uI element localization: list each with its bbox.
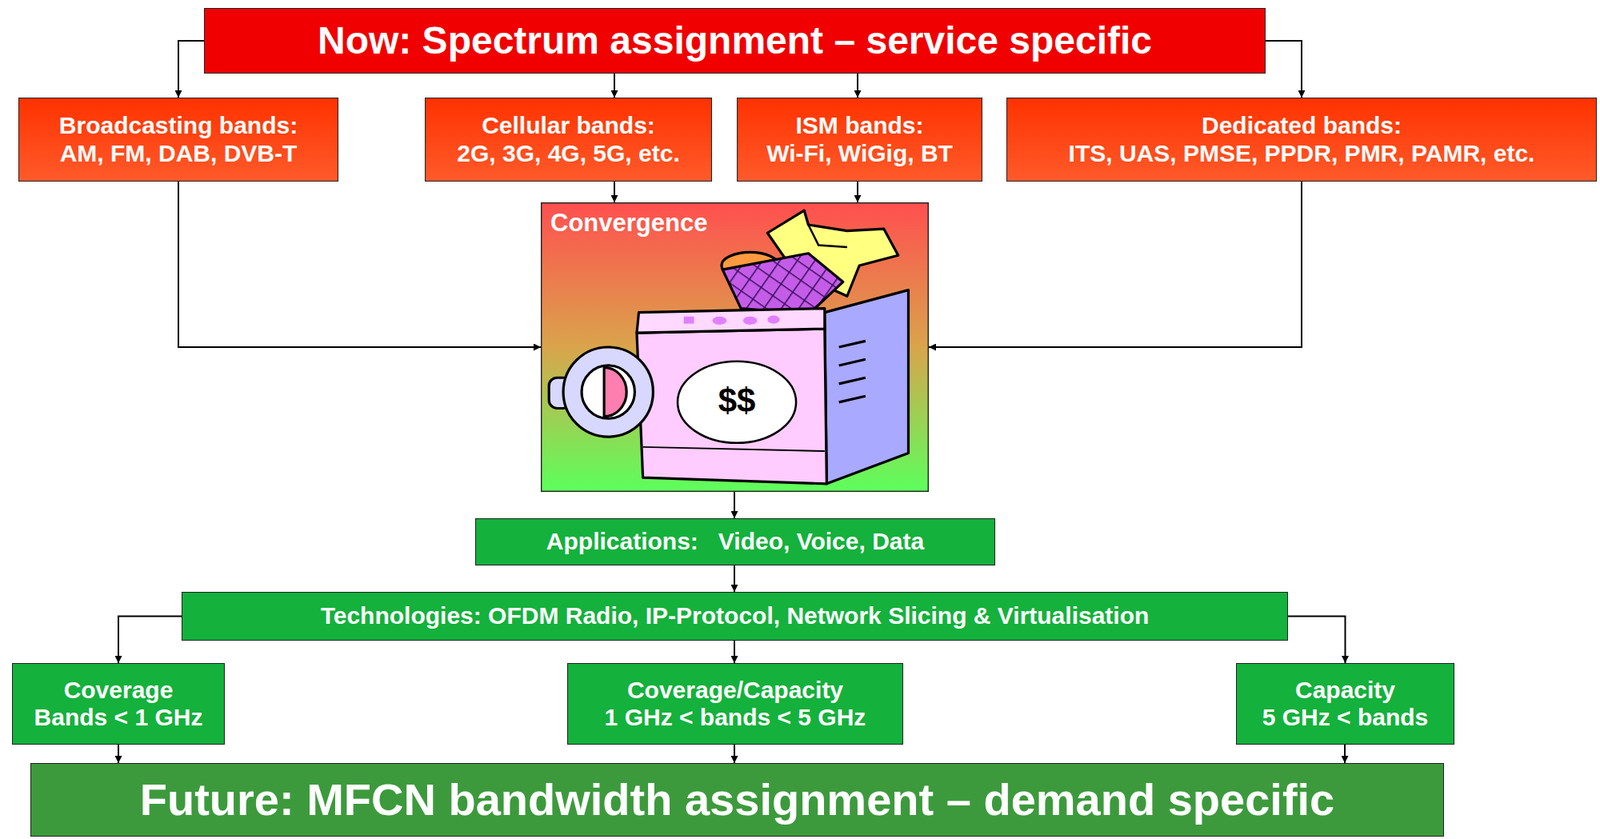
box-heading: Future: MFCN bandwidth assignment – dema…: [140, 774, 1336, 826]
box-heading: Cellular bands:: [481, 112, 656, 140]
connector-arrow: [928, 181, 1302, 348]
connector-arrow: [117, 744, 120, 764]
convergence-box: Convergence $$: [540, 202, 929, 492]
box-body: ITS, UAS, PMSE, PPDR, PMR, PAMR, etc.: [1068, 140, 1536, 168]
connector-arrow: [856, 181, 859, 203]
cash-register-illustration: [540, 202, 929, 492]
box-heading: Technologies: OFDM Radio, IP-Protocol, N…: [320, 602, 1150, 631]
band-class-box: Capacity5 GHz < bands: [1236, 663, 1455, 745]
connector-arrow: [733, 640, 736, 664]
band-box: Broadcasting bands:AM, FM, DAB, DVB-T: [18, 97, 339, 182]
band-box: Cellular bands:2G, 3G, 4G, 5G, etc.: [424, 97, 712, 182]
band-box: Dedicated bands:ITS, UAS, PMSE, PPDR, PM…: [1006, 97, 1597, 182]
application-box: Applications: Video, Voice, Data: [475, 518, 996, 566]
box-body: 5 GHz < bands: [1262, 704, 1429, 732]
box-body: $$: [688, 381, 785, 420]
connector-arrow: [1288, 616, 1346, 664]
band-class-box: Coverage/Capacity1 GHz < bands < 5 GHz: [567, 663, 904, 745]
box-body: 1 GHz < bands < 5 GHz: [604, 704, 867, 732]
box-body: Bands < 1 GHz: [34, 704, 204, 732]
box-heading: Capacity: [1295, 676, 1396, 705]
connector-arrow: [1344, 744, 1346, 764]
box-body: AM, FM, DAB, DVB-T: [60, 140, 298, 168]
technology-box: Technologies: OFDM Radio, IP-Protocol, N…: [181, 592, 1288, 641]
box-heading: Applications: Video, Voice, Data: [546, 528, 924, 556]
band-class-box: CoverageBands < 1 GHz: [12, 663, 225, 745]
connector-arrow: [733, 492, 736, 519]
connector-arrow: [178, 40, 204, 98]
connector-arrow: [1265, 40, 1302, 98]
footer-bar: Future: MFCN bandwidth assignment – dema…: [30, 763, 1444, 837]
band-box: ISM bands:Wi-Fi, WiGig, BT: [736, 97, 983, 182]
box-heading: ISM bands:: [795, 112, 924, 140]
box-body: 2G, 3G, 4G, 5G, etc.: [456, 140, 680, 168]
box-body: Wi-Fi, WiGig, BT: [766, 140, 953, 168]
connector-arrow: [178, 181, 541, 348]
connector-arrow: [733, 565, 736, 592]
box-heading: Coverage/Capacity: [627, 676, 844, 705]
box-heading: Broadcasting bands:: [59, 112, 298, 140]
connector-arrow: [856, 73, 859, 98]
box-heading: Convergence: [550, 208, 708, 238]
box-heading: Coverage: [64, 676, 174, 705]
connector-arrow: [733, 744, 736, 764]
box-heading: Dedicated bands:: [1201, 112, 1402, 140]
connector-arrow: [613, 181, 616, 203]
connector-arrow: [118, 616, 182, 664]
connector-arrow: [613, 73, 616, 98]
box-heading: Now: Spectrum assignment – service speci…: [317, 18, 1152, 63]
header-bar: Now: Spectrum assignment – service speci…: [204, 8, 1266, 74]
